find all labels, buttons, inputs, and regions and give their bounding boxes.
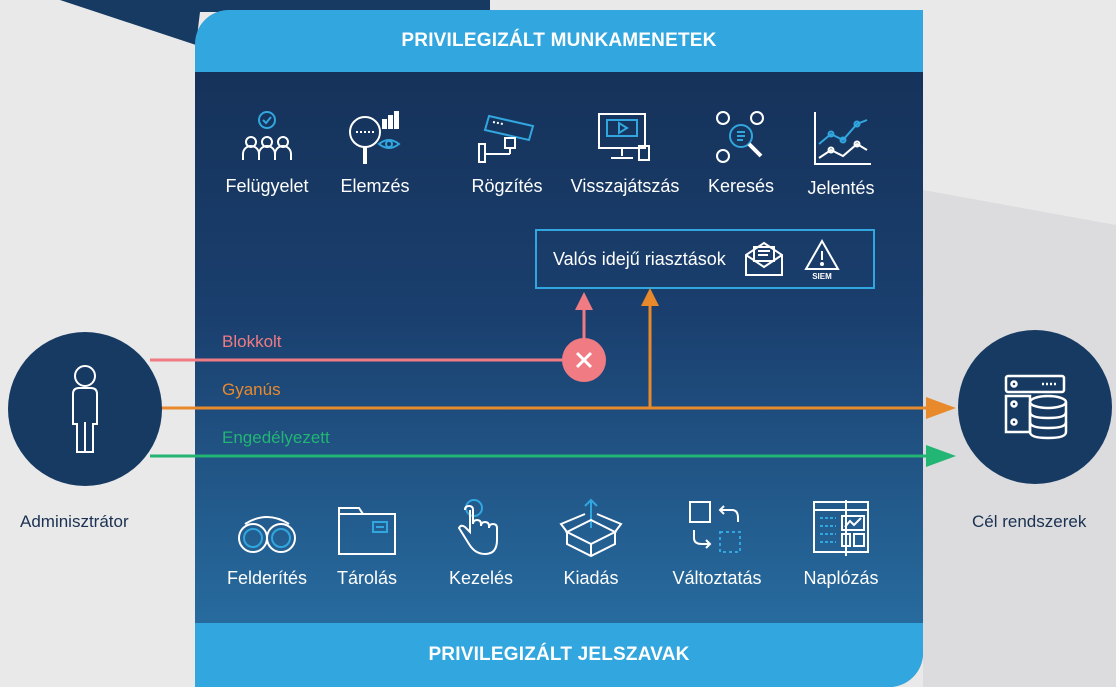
- binoculars-icon: [238, 516, 296, 553]
- feature-label: Kezelés: [448, 568, 514, 588]
- admin-label: Adminisztrátor: [20, 512, 129, 531]
- server-database-icon: [1004, 374, 1068, 440]
- feature-rogzites: Rögzítés: [457, 110, 557, 197]
- security-camera-icon: [478, 114, 535, 163]
- envelope-icon: [744, 241, 783, 276]
- lane-label-allowed: Engedélyezett: [222, 428, 330, 447]
- lane-label-blocked: Blokkolt: [222, 332, 282, 351]
- folder-icon: [338, 507, 396, 555]
- feature-label: Változtatás: [672, 568, 762, 588]
- feature-label: Elemzés: [340, 176, 410, 196]
- feature-label: Visszajátszás: [570, 176, 680, 196]
- sessions-header: PRIVILEGIZÁLT MUNKAMENETEK: [195, 10, 923, 72]
- feature-label: Felderítés: [226, 568, 308, 588]
- feature-label: Jelentés: [807, 178, 875, 198]
- allowed-arrowhead: [926, 445, 956, 467]
- feature-label: Kiadás: [563, 568, 619, 588]
- passwords-footer: PRIVILEGIZÁLT JELSZAVAK: [195, 623, 923, 687]
- feature-label: Keresés: [707, 176, 775, 196]
- feature-tarolas: Tárolás: [317, 502, 417, 589]
- open-box-icon: [559, 498, 623, 558]
- monitor-play-icon: [598, 113, 650, 161]
- feature-jelentes: Jelentés: [791, 110, 891, 199]
- feature-naplozas: Naplózás: [791, 498, 891, 589]
- person-icon: [72, 365, 98, 453]
- siem-warning-icon: SIEM: [804, 238, 840, 281]
- blocked-arrowhead: [575, 292, 593, 310]
- target-label: Cél rendszerek: [972, 512, 1087, 531]
- suspicious-up-arrowhead: [641, 288, 659, 306]
- suspicious-arrowhead: [926, 397, 956, 419]
- siem-text: SIEM: [812, 272, 832, 281]
- feature-label: Tárolás: [336, 568, 398, 588]
- admin-node: [8, 332, 162, 486]
- alerts-box: Valós idejű riasztások SIEM: [535, 229, 875, 289]
- feature-label: Rögzítés: [471, 176, 543, 196]
- change-arrows-icon: [689, 501, 741, 553]
- alerts-label: Valós idejű riasztások: [553, 248, 726, 269]
- feature-label: Felügyelet: [225, 176, 309, 196]
- feature-kezeles: Kezelés: [431, 498, 531, 589]
- feature-kiadas: Kiadás: [541, 498, 641, 589]
- feature-felderites: Felderítés: [217, 508, 317, 589]
- target-node: [958, 330, 1112, 484]
- feature-felugyelet: Felügyelet: [217, 110, 317, 197]
- feature-elemzes: Elemzés: [325, 110, 425, 197]
- line-chart-icon: [814, 112, 871, 165]
- feature-kereses: Keresés: [691, 110, 791, 197]
- feature-visszajatszas: Visszajátszás: [565, 110, 685, 197]
- magnifier-eye-icon: [349, 111, 401, 164]
- people-check-icon: [242, 111, 292, 160]
- log-window-icon: [813, 500, 869, 556]
- feature-valtoztatas: Változtatás: [657, 498, 777, 589]
- search-people-icon: [716, 111, 764, 163]
- lane-label-suspicious: Gyanús: [222, 380, 281, 399]
- feature-label: Naplózás: [803, 568, 879, 588]
- hand-pointer-icon: [457, 499, 498, 556]
- main-panel: PRIVILEGIZÁLT MUNKAMENETEK Felügyelet El…: [195, 10, 923, 687]
